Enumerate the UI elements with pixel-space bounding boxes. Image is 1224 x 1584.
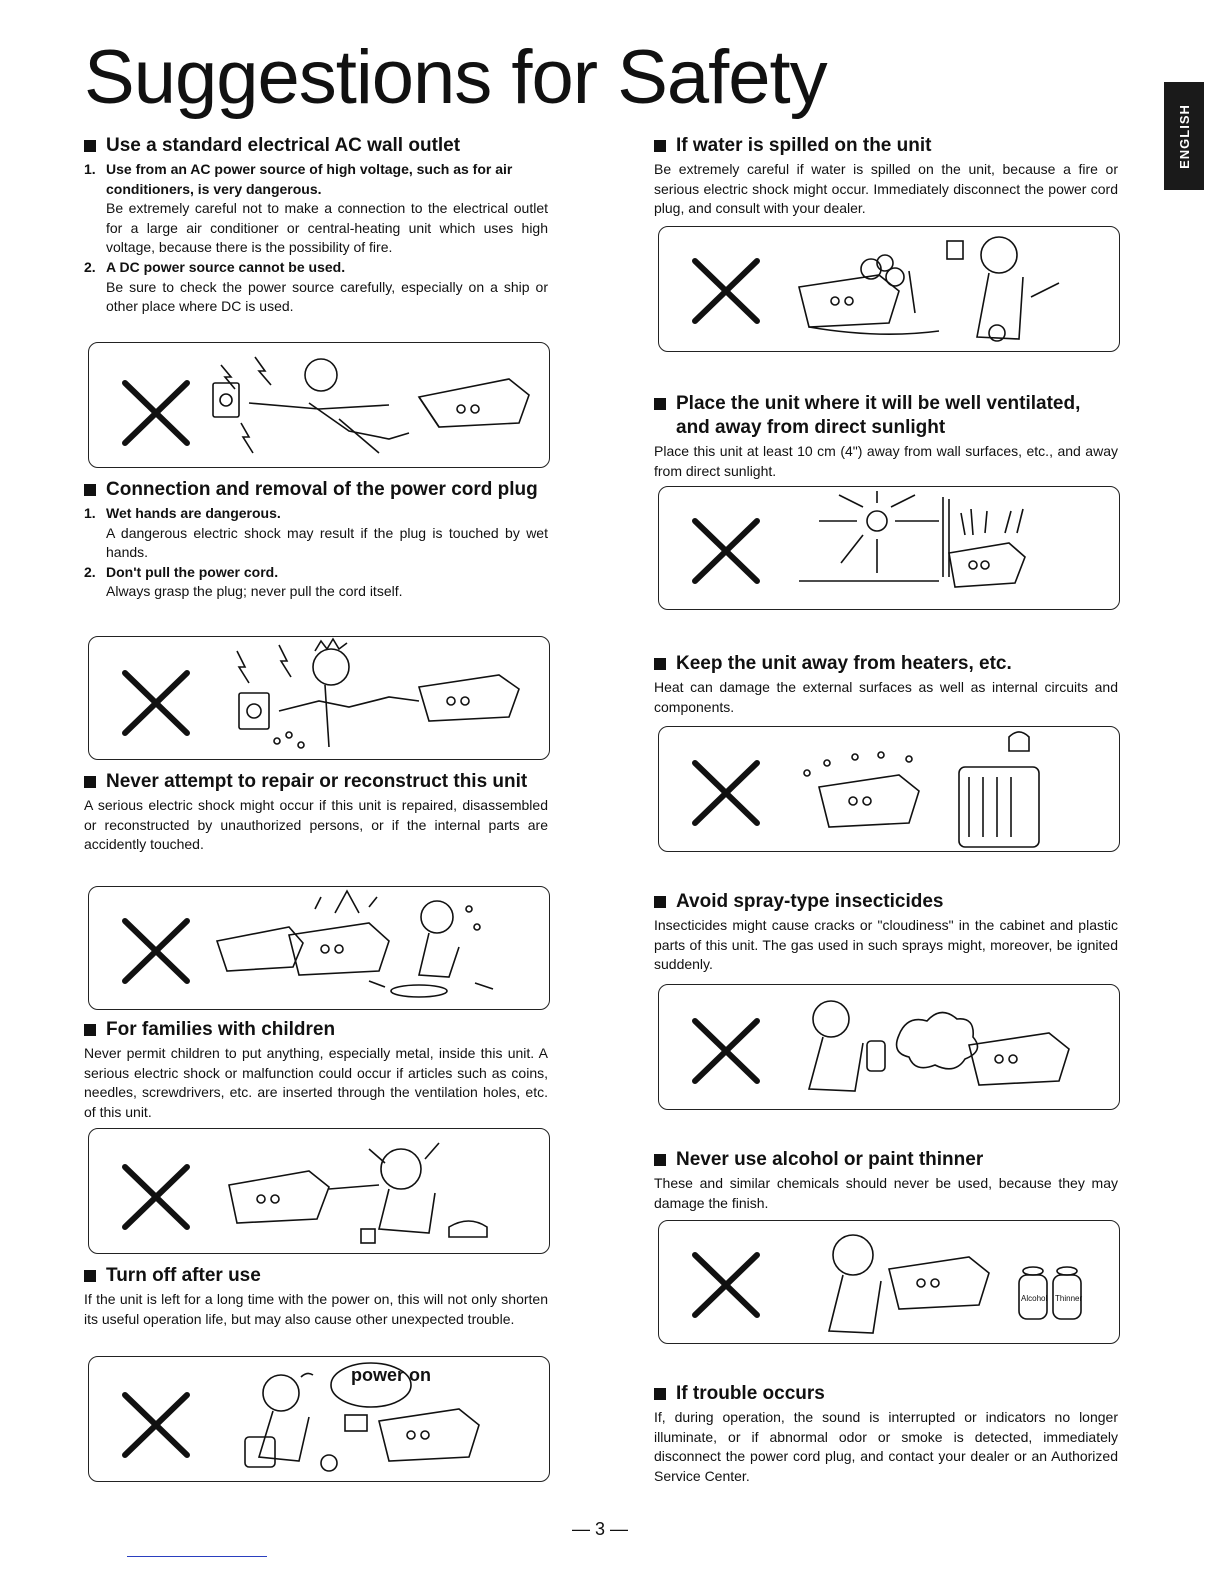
section-heading: Place the unit where it will be well ven… xyxy=(654,392,1118,440)
bullet-square-icon xyxy=(654,1388,666,1400)
wet-hands-cartoon-icon xyxy=(236,637,520,749)
warning-illustration xyxy=(122,637,520,749)
footer-rule xyxy=(127,1556,267,1557)
section-body: Heat can damage the external surfaces as… xyxy=(654,679,1118,715)
prohibited-x-icon xyxy=(122,1164,190,1230)
warning-illustration xyxy=(692,731,1040,848)
cleaning-cartoon-icon xyxy=(827,1234,1082,1334)
section-body: Be extremely careful if water is spilled… xyxy=(654,161,1118,217)
sunlight-cartoon-icon xyxy=(799,491,1026,588)
outlet-cartoon-icon xyxy=(212,356,530,454)
prohibited-x-icon xyxy=(122,380,190,446)
prohibited-x-icon xyxy=(122,1392,190,1458)
heater-cartoon-icon xyxy=(803,731,1040,848)
warning-illustration xyxy=(692,1000,1070,1092)
bullet-square-icon xyxy=(654,896,666,908)
section-ventilation: Place the unit where it will be well ven… xyxy=(654,392,1118,481)
section-body: Never permit children to put anything, e… xyxy=(84,1045,548,1120)
bullet-square-icon xyxy=(654,658,666,670)
section-heading: Use a standard electrical AC wall outlet xyxy=(84,134,548,158)
section-repair: Never attempt to repair or reconstruct t… xyxy=(84,770,548,855)
warning-illustration xyxy=(122,889,494,998)
section-heading: If trouble occurs xyxy=(654,1382,1118,1406)
illustration-alcohol-thinner: Alcohol Thinner xyxy=(658,1220,1120,1344)
section-alcohol-thinner: Never use alcohol or paint thinner These… xyxy=(654,1148,1118,1213)
section-heading: Never attempt to repair or reconstruct t… xyxy=(84,770,548,794)
section-children: For families with children Never permit … xyxy=(84,1018,548,1122)
illustration-turn-off: power on xyxy=(88,1356,550,1482)
item-title: 2. A DC power source cannot be used. xyxy=(84,258,346,275)
bullet-square-icon xyxy=(84,1024,96,1036)
item-body: Be sure to check the power source carefu… xyxy=(106,278,548,315)
section-trouble: If trouble occurs If, during operation, … xyxy=(654,1382,1118,1486)
section-heading: Connection and removal of the power cord… xyxy=(84,478,548,502)
spray-cartoon-icon xyxy=(807,1000,1070,1092)
illustration-ac-outlet xyxy=(88,342,550,468)
bullet-square-icon xyxy=(654,140,666,152)
language-tab: ENGLISH xyxy=(1164,82,1204,190)
item-body: Always grasp the plug; never pull the co… xyxy=(106,583,403,600)
item-title: 1. Wet hands are dangerous. xyxy=(84,505,281,521)
warning-illustration: power on xyxy=(122,1362,480,1472)
bullet-square-icon xyxy=(654,398,666,410)
warning-illustration xyxy=(122,356,530,454)
section-heading: Turn off after use xyxy=(84,1264,548,1288)
illustration-repair xyxy=(88,886,550,1010)
section-turn-off: Turn off after use If the unit is left f… xyxy=(84,1264,548,1329)
bullet-square-icon xyxy=(84,484,96,496)
section-body: Insecticides might cause cracks or "clou… xyxy=(654,917,1118,973)
illustration-water-spill xyxy=(658,226,1120,352)
prohibited-x-icon xyxy=(122,670,190,736)
item-body: Be extremely careful not to make a conne… xyxy=(106,200,548,256)
item-title: 1. Use from an AC power source of high v… xyxy=(84,161,513,197)
section-insecticides: Avoid spray-type insecticides Insecticid… xyxy=(654,890,1118,975)
flower-vase-cartoon-icon xyxy=(798,236,1060,342)
prohibited-x-icon xyxy=(692,518,760,584)
item-body: A dangerous electric shock may result if… xyxy=(106,524,548,561)
power-on-text: power on xyxy=(351,1365,431,1385)
bullet-square-icon xyxy=(84,1270,96,1282)
section-heading: If water is spilled on the unit xyxy=(654,134,1118,158)
page-title: Suggestions for Safety xyxy=(84,35,828,120)
prohibited-x-icon xyxy=(122,918,190,984)
warning-illustration: Alcohol Thinner xyxy=(692,1234,1082,1334)
bullet-square-icon xyxy=(84,776,96,788)
section-power-cord: Connection and removal of the power cord… xyxy=(84,478,548,602)
page-number: — 3 — xyxy=(572,1519,629,1539)
illustration-insecticides xyxy=(658,984,1120,1110)
alcohol-label: Alcohol xyxy=(1021,1294,1047,1303)
illustration-ventilation xyxy=(658,486,1120,610)
repair-cartoon-icon xyxy=(215,889,494,998)
section-heading: For families with children xyxy=(84,1018,548,1042)
leaving-person-cartoon-icon xyxy=(244,1362,480,1472)
section-body: These and similar chemicals should never… xyxy=(654,1175,1118,1211)
illustration-heaters xyxy=(658,726,1120,852)
illustration-children xyxy=(88,1128,550,1254)
prohibited-x-icon xyxy=(692,1018,760,1084)
bullet-square-icon xyxy=(84,140,96,152)
prohibited-x-icon xyxy=(692,1252,760,1318)
warning-illustration xyxy=(692,491,1026,588)
section-body: A serious electric shock might occur if … xyxy=(84,797,548,853)
bullet-square-icon xyxy=(654,1154,666,1166)
prohibited-x-icon xyxy=(692,760,760,826)
child-cartoon-icon xyxy=(228,1142,488,1244)
prohibited-x-icon xyxy=(692,258,760,324)
section-heaters: Keep the unit away from heaters, etc. He… xyxy=(654,652,1118,717)
section-body: If, during operation, the sound is inter… xyxy=(654,1409,1118,1484)
thinner-label: Thinner xyxy=(1055,1294,1082,1303)
language-tab-label: ENGLISH xyxy=(1176,103,1192,169)
warning-illustration xyxy=(692,236,1060,342)
illustration-power-cord xyxy=(88,636,550,760)
section-ac-outlet: Use a standard electrical AC wall outlet… xyxy=(84,134,548,317)
warning-illustration xyxy=(122,1142,488,1244)
section-body: If the unit is left for a long time with… xyxy=(84,1291,548,1327)
section-body: Place this unit at least 10 cm (4") away… xyxy=(654,443,1118,479)
section-water-spill: If water is spilled on the unit Be extre… xyxy=(654,134,1118,219)
section-heading: Keep the unit away from heaters, etc. xyxy=(654,652,1118,676)
section-heading: Avoid spray-type insecticides xyxy=(654,890,1118,914)
section-heading: Never use alcohol or paint thinner xyxy=(654,1148,1118,1172)
item-title: 2. Don't pull the power cord. xyxy=(84,563,279,580)
